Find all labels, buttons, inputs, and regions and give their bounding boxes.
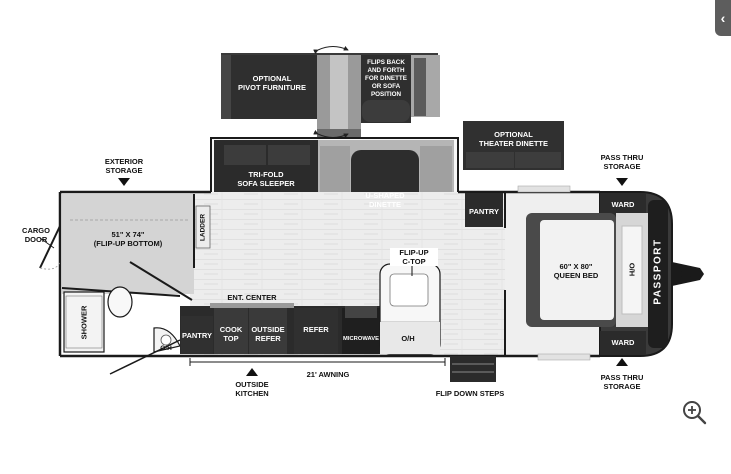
label-ent-center: ENT. CENTER	[227, 293, 277, 302]
sofa-cushion-left	[224, 145, 266, 165]
label-cargo-door: CARGO DOOR	[22, 226, 50, 244]
label-oh-bath: O/H	[160, 345, 172, 352]
label-microwave: MICROWAVE	[343, 336, 379, 342]
cargo-diagonal-wall	[129, 261, 193, 301]
label-oh-kitchen: O/H	[401, 334, 415, 343]
label-u-shaped-dinette: U-SHAPED DINETTE	[365, 191, 405, 209]
cargo-door-leader	[39, 237, 55, 249]
label-cook-top: COOK TOP	[219, 325, 243, 343]
bath-door	[109, 339, 181, 375]
optional-theater-dinette	[463, 121, 564, 170]
island-sink	[389, 273, 429, 307]
label-brand: PASSPORT	[652, 238, 664, 305]
pivot-sofa-arm	[221, 55, 231, 119]
label-pass-thru-storage-top: PASS THRU STORAGE	[600, 153, 644, 171]
label-pass-thru-storage-bottom: PASS THRU STORAGE	[600, 373, 644, 391]
sofa-cushion-right	[268, 145, 310, 165]
exterior-storage-pointer	[118, 178, 130, 186]
outside-kitchen-pointer	[246, 368, 258, 376]
entry-steps	[450, 356, 496, 382]
bed-nightstand-top	[517, 185, 571, 193]
outside-refer-box	[249, 308, 287, 354]
ladder-strip	[195, 205, 211, 249]
toilet	[107, 286, 133, 318]
label-ward-bottom: WARD	[611, 338, 635, 347]
zoom-in-button[interactable]	[678, 396, 710, 428]
cargo-door-swing	[39, 261, 61, 270]
label-refer: REFER	[303, 325, 329, 334]
bed-nightstand-bottom	[537, 353, 591, 361]
cargo-area-box	[62, 194, 194, 294]
label-queen-bed: 60" X 80" QUEEN BED	[553, 262, 599, 280]
prev-image-button[interactable]: ‹	[715, 0, 731, 36]
bed-oh-window	[621, 225, 643, 315]
label-shower: SHOWER	[79, 305, 89, 340]
sink-basin	[160, 334, 172, 346]
label-cargo-area: 51" X 74" (FLIP-UP BOTTOM)	[93, 230, 163, 248]
u-shaped-dinette	[318, 140, 454, 216]
label-outside-kitchen: OUTSIDE KITCHEN	[235, 380, 269, 398]
label-ward-top: WARD	[611, 200, 635, 209]
pivot-sofa-body	[221, 55, 317, 119]
shower-label-box	[65, 295, 103, 349]
label-ladder: LADDER	[199, 213, 207, 242]
theater-seat-left	[466, 152, 514, 168]
label-pantry-front: PANTRY	[182, 331, 212, 340]
optional-pivot-furniture	[221, 45, 440, 139]
label-outside-refer: OUTSIDE REFER	[251, 325, 285, 343]
hitch-jack	[681, 269, 691, 279]
bed-mattress	[540, 220, 614, 320]
bathroom	[61, 286, 181, 375]
label-flip-up-c-top: FLIP-UP C-TOP	[390, 248, 438, 266]
label-flips-back: FLIPS BACK AND FORTH FOR DINETTE OR SOFA…	[365, 59, 407, 98]
pivot-center-stripe	[330, 55, 348, 129]
shower-box	[63, 291, 105, 353]
label-exterior-storage: EXTERIOR STORAGE	[104, 157, 144, 175]
exterior-walls	[58, 190, 600, 358]
label-optional-theater-dinette: OPTIONAL THEATER DINETTE	[478, 130, 549, 148]
cook-top-box	[214, 308, 248, 354]
label-optional-pivot-furniture: OPTIONAL PIVOT FURNITURE	[238, 74, 306, 92]
label-flip-down-steps: FLIP DOWN STEPS	[435, 389, 505, 398]
kitchen-pantry-box	[181, 316, 213, 354]
chevron-left-icon: ‹	[720, 10, 726, 26]
cargo-door-leaf	[39, 225, 61, 269]
label-oh-bed: O/H	[627, 262, 637, 277]
pivot-arc-arrow	[313, 45, 349, 55]
theater-seat-right	[515, 152, 561, 168]
ward-bottom-box	[600, 331, 646, 355]
island-oh-strip	[380, 322, 440, 354]
ent-center-strip	[210, 303, 294, 308]
pass-thru-bottom-pointer	[616, 358, 628, 366]
label-pantry-rear: PANTRY	[469, 207, 499, 216]
refer-box	[294, 308, 338, 354]
zoom-in-icon	[683, 401, 707, 425]
pantry-rear-box	[465, 193, 503, 227]
label-tri-fold-sofa: TRI-FOLD SOFA SLEEPER	[237, 170, 295, 188]
label-awning: 21' AWNING	[306, 370, 350, 379]
front-cap-inner	[648, 200, 668, 348]
microwave-burners	[345, 306, 377, 318]
pivot-dinette-dark-edge	[414, 58, 426, 116]
pass-thru-top-pointer	[616, 178, 628, 186]
pivot-dinette-seat	[362, 100, 410, 122]
